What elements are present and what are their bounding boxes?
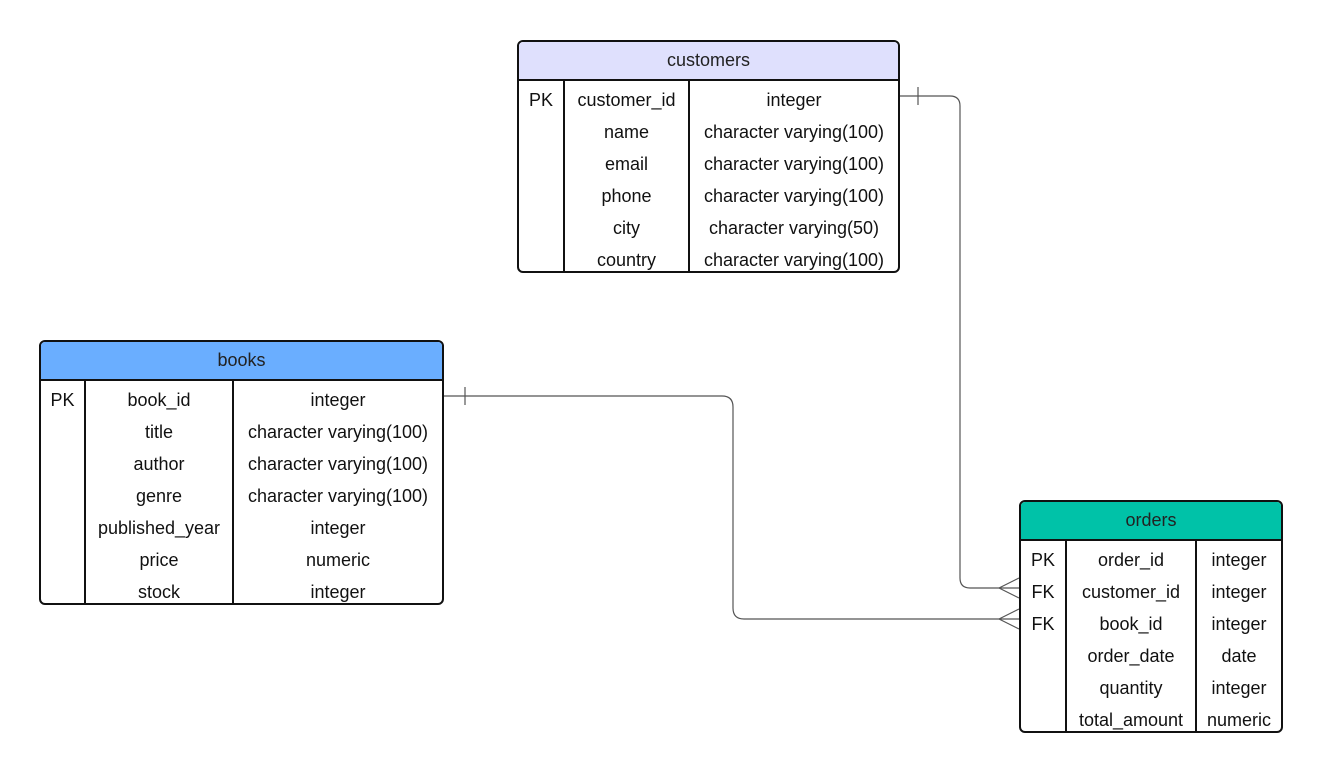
orders-customer-many-marker (998, 577, 1020, 599)
orders-column-type: integer (1211, 678, 1267, 698)
orders-column-name: book_id (1099, 614, 1163, 634)
customers-column-type: character varying(100) (703, 250, 885, 270)
customers-column-name: customer_id (577, 90, 676, 110)
orders-row-key (1021, 704, 1065, 731)
orders-table[interactable]: orders PK FK FK order_id customer_id boo… (1019, 500, 1283, 733)
books-column-type: integer (310, 582, 366, 602)
books-column-name: book_id (127, 390, 191, 410)
orders-row-key (1021, 672, 1065, 704)
books-orders-connector-path (444, 395, 1019, 620)
books-column-name: author (133, 454, 185, 474)
customers-name-column: customer_id name email phone city countr… (563, 81, 688, 271)
orders-column-type: integer (1211, 614, 1267, 634)
customers-table-header[interactable]: customers (519, 42, 898, 81)
books-orders-relationship-line (444, 387, 1020, 630)
orders-table-header[interactable]: orders (1021, 502, 1281, 541)
books-row-key (41, 448, 84, 480)
books-table-header[interactable]: books (41, 342, 442, 381)
customers-column-name: city (613, 218, 640, 238)
books-type-column: integer character varying(100) character… (232, 381, 442, 603)
orders-column-name: order_date (1087, 646, 1175, 666)
customers-column-type: character varying(100) (703, 186, 885, 206)
books-row-key (41, 480, 84, 512)
customers-column-name: name (603, 122, 650, 142)
books-name-column: book_id title author genre published_yea… (84, 381, 232, 603)
orders-row-key (1021, 640, 1065, 672)
books-column-type: integer (310, 518, 366, 538)
customers-column-type: character varying(50) (708, 218, 880, 238)
orders-book-many-marker (998, 608, 1020, 630)
orders-column-type: integer (1211, 582, 1267, 602)
books-table-title: books (217, 350, 266, 370)
orders-column-type: numeric (1206, 710, 1272, 730)
customers-orders-relationship-line (900, 87, 1020, 599)
customers-table-title: customers (666, 50, 751, 70)
customers-column-type: character varying(100) (703, 154, 885, 174)
orders-type-column: integer integer integer date integer num… (1195, 541, 1281, 731)
books-table-body: PK book_id title author genre published_… (41, 381, 442, 603)
books-table[interactable]: books PK book_id title author genre publ… (39, 340, 444, 605)
customers-row-key (519, 212, 563, 244)
customers-key-column: PK (519, 81, 563, 271)
orders-name-column: order_id customer_id book_id order_date … (1065, 541, 1195, 731)
orders-column-type: date (1221, 646, 1257, 666)
customers-table[interactable]: customers PK customer_id name email phon… (517, 40, 900, 273)
orders-row-key: FK (1031, 614, 1055, 634)
customers-row-key (519, 180, 563, 212)
books-column-type: numeric (305, 550, 371, 570)
books-column-name: stock (137, 582, 180, 602)
customers-column-name: email (604, 154, 648, 174)
orders-column-name: customer_id (1081, 582, 1181, 602)
books-column-name: title (144, 422, 173, 442)
books-row-key (41, 416, 84, 448)
orders-row-key: FK (1031, 582, 1055, 602)
customers-row-key: PK (528, 90, 553, 110)
books-row-key (41, 512, 84, 544)
orders-column-type: integer (1211, 550, 1267, 570)
books-column-type: integer (310, 390, 366, 410)
books-column-name: price (139, 550, 179, 570)
books-row-key (41, 576, 84, 603)
orders-column-name: order_id (1097, 550, 1165, 570)
customers-row-key (519, 244, 563, 271)
orders-table-title: orders (1125, 510, 1177, 530)
customers-type-column: integer character varying(100) character… (688, 81, 898, 271)
orders-column-name: total_amount (1078, 710, 1184, 730)
books-key-column: PK (41, 381, 84, 603)
orders-column-name: quantity (1099, 678, 1163, 698)
customers-column-type: integer (766, 90, 822, 110)
books-column-type: character varying(100) (247, 486, 429, 506)
books-row-key (41, 544, 84, 576)
orders-key-column: PK FK FK (1021, 541, 1065, 731)
customers-row-key (519, 148, 563, 180)
orders-table-body: PK FK FK order_id customer_id book_id or… (1021, 541, 1281, 731)
books-column-type: character varying(100) (247, 422, 429, 442)
customers-row-key (519, 116, 563, 148)
books-row-key: PK (50, 390, 75, 410)
orders-row-key: PK (1030, 550, 1055, 570)
books-column-name: published_year (97, 518, 221, 538)
customers-column-name: phone (601, 186, 652, 206)
customers-column-name: country (596, 250, 657, 270)
customers-column-type: character varying(100) (703, 122, 885, 142)
customers-orders-connector-path (900, 95, 1019, 589)
customers-table-body: PK customer_id name email phone city cou… (519, 81, 898, 271)
books-column-name: genre (135, 486, 183, 506)
books-column-type: character varying(100) (247, 454, 429, 474)
